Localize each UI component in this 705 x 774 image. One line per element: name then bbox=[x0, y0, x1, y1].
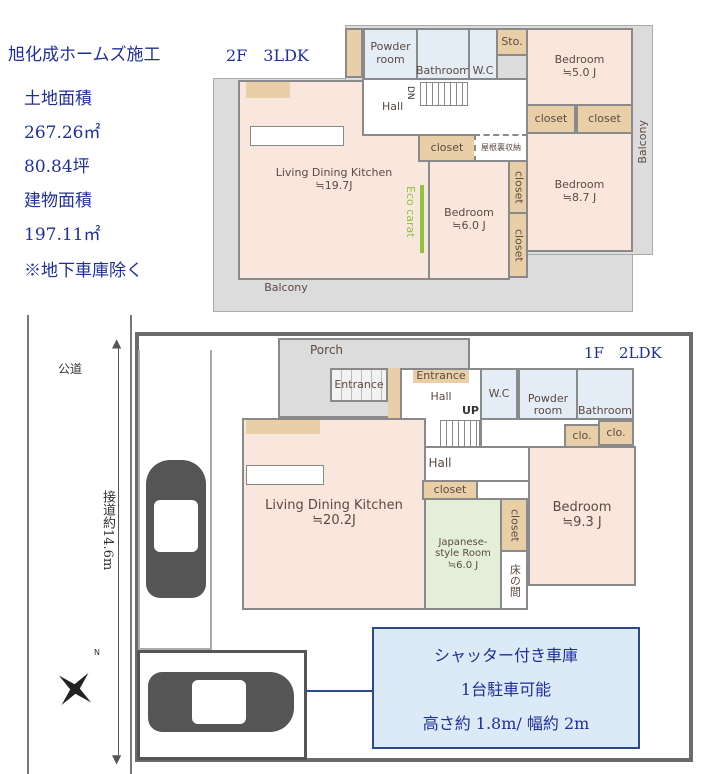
room-wc-1f: W.C bbox=[480, 368, 518, 420]
garage-leader-line bbox=[306, 690, 374, 692]
road-line-right bbox=[130, 315, 132, 774]
closet-1f-2: closet bbox=[500, 498, 528, 552]
eco-carat-wall bbox=[420, 185, 424, 253]
compass-north: N bbox=[94, 648, 100, 657]
room-bedroom-9-3: Bedroom≒9.3 J bbox=[528, 446, 636, 586]
room-ldk-2f: Living Dining Kitchen≒19.7J bbox=[238, 80, 430, 280]
garage-line-1: シャッター付き車庫 bbox=[433, 646, 578, 665]
stair-storage bbox=[345, 28, 363, 78]
room-wc-2f: W.C bbox=[468, 28, 498, 80]
compass-icon bbox=[52, 666, 98, 712]
kitchen-counter-1f bbox=[246, 465, 324, 485]
building-area-m2: 197.11㎡ bbox=[24, 225, 101, 245]
car-garage-icon bbox=[148, 672, 294, 732]
garage-line-3: 高さ約 1.8m/ 幅約 2m bbox=[422, 714, 590, 733]
room-japanese: Japanese-style Room≒6.0 J bbox=[424, 498, 502, 610]
land-area-m2: 267.26㎡ bbox=[24, 123, 101, 143]
closet-2f-3: closet bbox=[418, 134, 476, 162]
attic-storage: 屋根裏収納 bbox=[474, 134, 528, 162]
eco-carat-label: Eco carat bbox=[404, 186, 417, 238]
floor2-title: 2F 3LDK bbox=[226, 46, 309, 65]
kitchen-shelf bbox=[246, 420, 320, 434]
up-label: UP bbox=[462, 404, 479, 417]
land-area-tsubo: 80.84坪 bbox=[24, 157, 90, 177]
arrow-down-icon: ▼ bbox=[112, 752, 122, 766]
closet-2f-5: closet bbox=[508, 212, 528, 278]
frontage-label: 接道約14.6m bbox=[100, 490, 115, 571]
room-bathroom-2f: Bathroom bbox=[416, 28, 470, 80]
garage-line-2: 1台駐車可能 bbox=[460, 680, 552, 699]
room-storage-2f: Sto. bbox=[496, 28, 528, 56]
garage-box bbox=[137, 650, 307, 760]
room-bedroom-5: Bedroom≒5.0 J bbox=[526, 28, 633, 106]
storage-shelf bbox=[246, 82, 290, 98]
closet-1f-clo1: clo. bbox=[564, 424, 600, 448]
parking-space bbox=[138, 350, 212, 650]
shoe-storage bbox=[388, 368, 402, 418]
floor1-title: 1F 2LDK bbox=[584, 344, 662, 362]
room-bedroom-6: Bedroom≒6.0 J bbox=[428, 160, 510, 280]
closet-1f-1: closet bbox=[422, 480, 478, 500]
room-ldk-1f: Living Dining Kitchen≒20.2J bbox=[242, 418, 426, 610]
balcony-side-label: Balcony bbox=[636, 120, 649, 164]
closet-2f-1: closet bbox=[526, 104, 576, 134]
kitchen-counter bbox=[250, 126, 344, 146]
car-icon bbox=[146, 460, 206, 598]
room-powder-2f: Powder room bbox=[363, 28, 418, 80]
closet-2f-4: closet bbox=[508, 160, 528, 214]
room-powder-1f: Powder room bbox=[518, 368, 578, 420]
site-boundary bbox=[135, 332, 693, 762]
tokonoma: 床の間 bbox=[500, 550, 528, 610]
garage-info-box: シャッター付き車庫 1台駐車可能 高さ約 1.8m/ 幅約 2m bbox=[372, 627, 640, 749]
down-label: DN bbox=[405, 86, 415, 100]
road-label: 公道 bbox=[58, 362, 83, 376]
arrow-up-icon: ▲ bbox=[112, 336, 122, 350]
frontage-arrow bbox=[118, 345, 119, 755]
note: ※地下車庫除く bbox=[24, 261, 143, 281]
road-line-left bbox=[27, 315, 29, 774]
closet-1f-clo2: clo. bbox=[598, 420, 634, 446]
balcony-label: Balcony bbox=[264, 280, 308, 294]
room-bathroom-1f: Bathroom bbox=[576, 368, 634, 420]
land-area-label: 土地面積 bbox=[24, 89, 92, 109]
room-bedroom-8-7: Bedroom≒8.7 J bbox=[526, 132, 633, 252]
closet-2f-2: closet bbox=[576, 104, 633, 134]
building-area-label: 建物面積 bbox=[24, 191, 92, 211]
staircase-1f bbox=[440, 420, 480, 448]
staircase-2f bbox=[420, 82, 468, 106]
room-entrance-1: Entrance bbox=[330, 368, 388, 402]
builder-label: 旭化成ホームズ施工 bbox=[8, 45, 161, 65]
